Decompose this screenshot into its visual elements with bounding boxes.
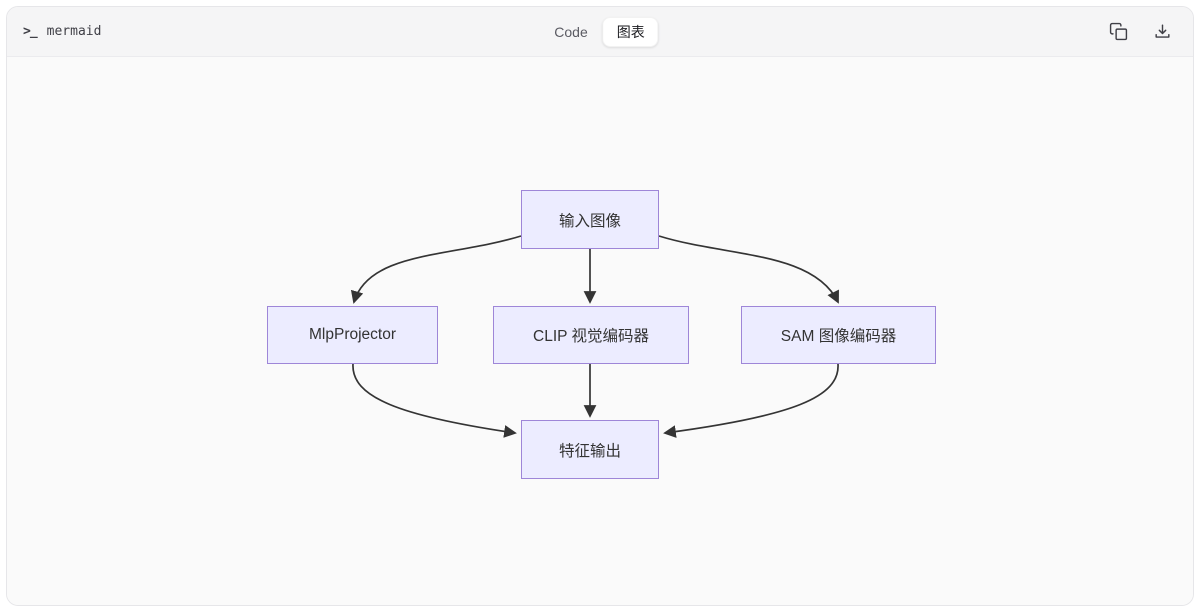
diagram-canvas: 输入图像 MlpProjector CLIP 视觉编码器 SAM 图像编码器 特… [7,57,1193,605]
tab-code[interactable]: Code [541,19,600,45]
node-clip-vision-encoder: CLIP 视觉编码器 [493,306,689,364]
toolbar: >_ mermaid Code 图表 [7,7,1193,57]
toolbar-actions [1103,17,1177,47]
edge-input-to-mlpprojector [350,235,522,304]
edge-input-to-sam [658,235,839,304]
download-button[interactable] [1147,17,1177,47]
download-icon [1153,22,1172,41]
copy-icon [1109,22,1128,41]
artifact-identity: >_ mermaid [23,24,101,39]
edge-mlpprojector-to-output [352,363,517,438]
edge-sam-to-output [663,363,839,438]
node-sam-image-encoder: SAM 图像编码器 [741,306,936,364]
artifact-title: mermaid [46,24,102,39]
node-input-image: 输入图像 [521,190,659,249]
tab-diagram[interactable]: 图表 [602,16,659,47]
node-feature-output: 特征输出 [521,420,659,479]
artifact-panel: >_ mermaid Code 图表 [6,6,1194,606]
terminal-icon: >_ [23,24,38,39]
view-toggle: Code 图表 [539,15,660,49]
edge-layer [350,235,839,438]
node-mlpprojector: MlpProjector [267,306,438,364]
copy-button[interactable] [1103,17,1133,47]
